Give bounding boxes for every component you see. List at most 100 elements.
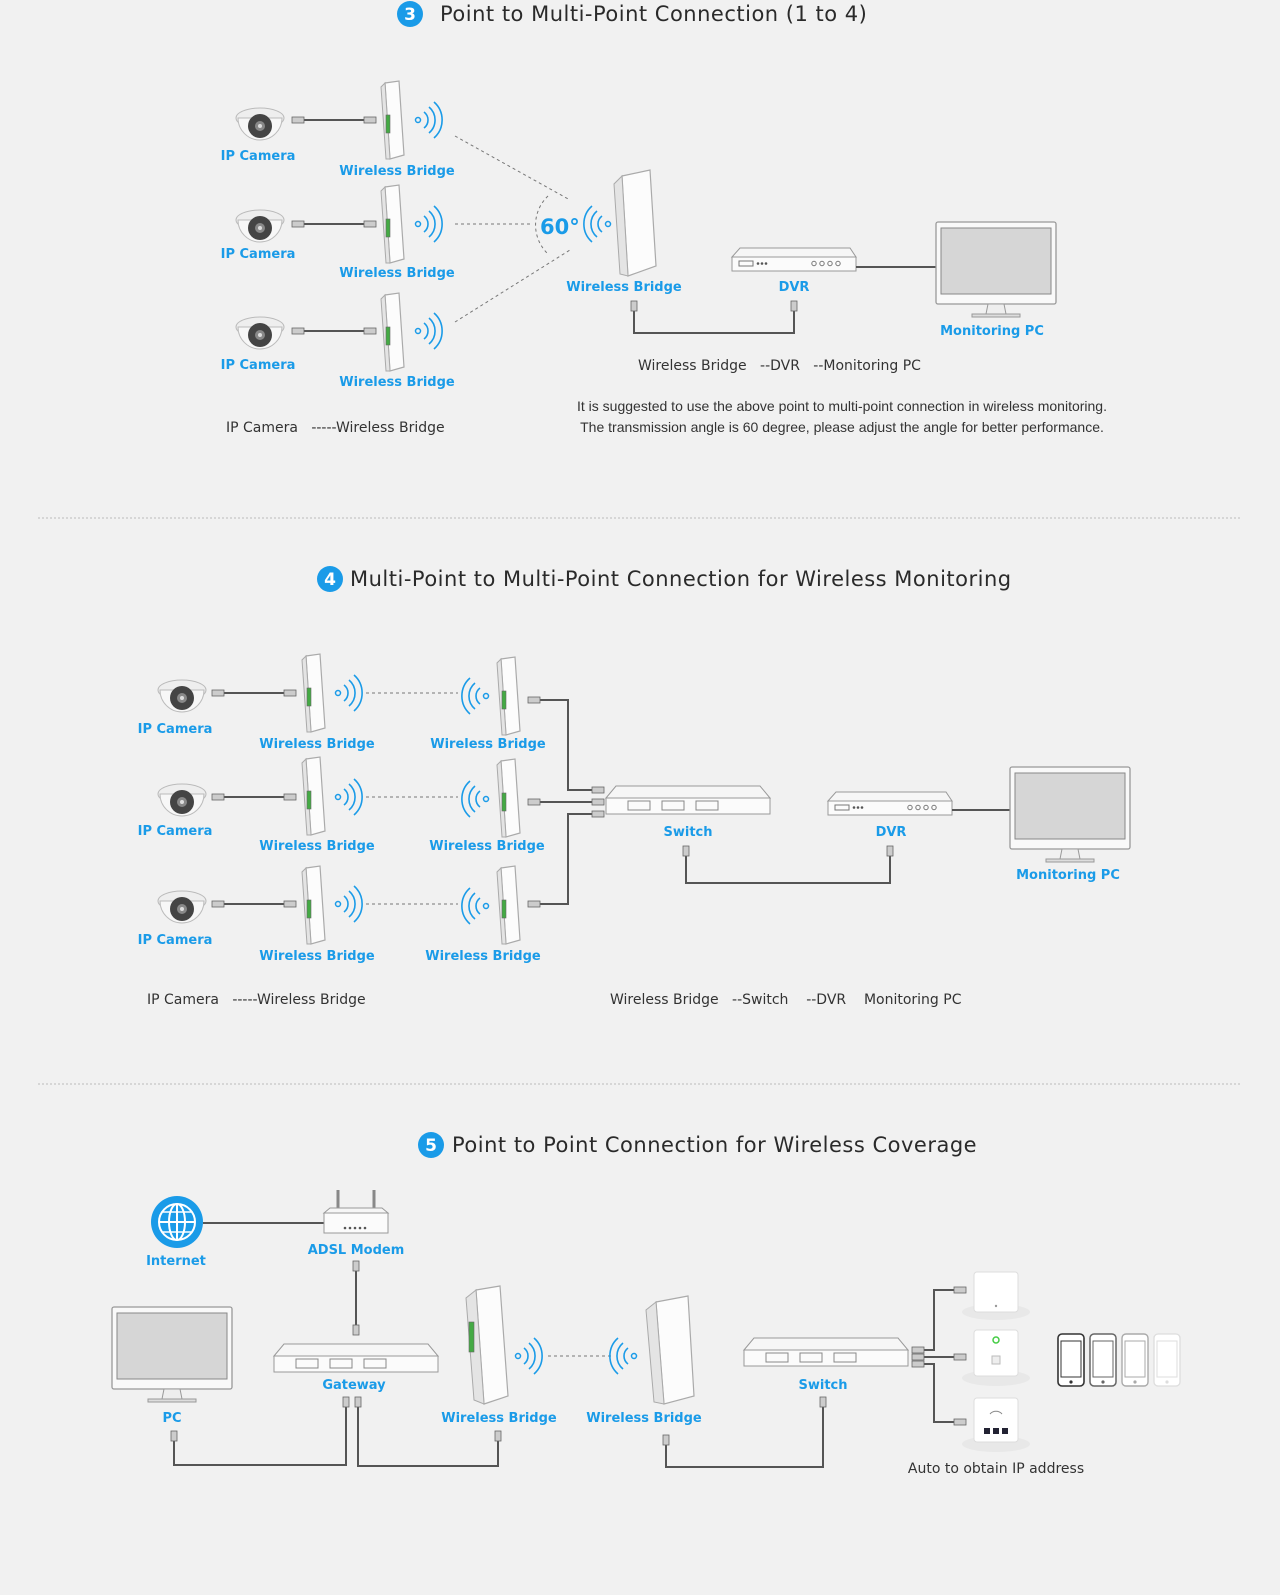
plug-icon bbox=[170, 1430, 178, 1442]
caption-right: Wireless Bridge --Switch --DVR Monitorin… bbox=[610, 992, 962, 1008]
plug-icon bbox=[591, 798, 605, 806]
plug-icon bbox=[211, 689, 225, 697]
plug-icon bbox=[211, 900, 225, 908]
section-3-number: 3 bbox=[404, 5, 416, 25]
signal-wave-icon bbox=[334, 674, 363, 712]
section-5-header: 5 Point to Point Connection for Wireless… bbox=[418, 1132, 977, 1158]
smartphone-icon bbox=[1089, 1333, 1117, 1387]
access-point-icon bbox=[962, 1397, 1030, 1452]
section-3-header: 3 Point to Multi-Point Connection (1 to … bbox=[397, 1, 867, 27]
ethernet-cable bbox=[665, 1402, 824, 1468]
section-5: 5 Point to Point Connection for Wireless… bbox=[111, 1132, 1181, 1477]
signal-wave-icon bbox=[461, 677, 490, 715]
plug-icon bbox=[363, 327, 377, 335]
ip-camera-icon bbox=[157, 890, 207, 924]
monitoring-pc-icon bbox=[935, 221, 1057, 318]
plug-icon bbox=[352, 1260, 360, 1272]
plug-icon bbox=[363, 116, 377, 124]
section-4-title: Multi-Point to Multi-Point Connection fo… bbox=[350, 567, 1012, 591]
wireless-bridge-icon bbox=[380, 292, 405, 372]
ethernet-cable bbox=[685, 855, 891, 884]
ip-camera-icon bbox=[235, 107, 285, 141]
wireless-link bbox=[454, 249, 571, 323]
plug-icon bbox=[953, 1418, 967, 1426]
plug-icon bbox=[283, 900, 297, 908]
access-point-icon bbox=[962, 1271, 1030, 1320]
plug-icon bbox=[527, 900, 541, 908]
signal-wave-icon bbox=[334, 885, 363, 923]
wireless-bridge-icon bbox=[380, 184, 405, 264]
ip-camera-icon bbox=[235, 316, 285, 350]
gateway-icon bbox=[273, 1343, 439, 1373]
wireless-bridge-icon bbox=[301, 653, 326, 733]
ethernet-cable bbox=[914, 1289, 958, 1351]
plug-icon bbox=[662, 1434, 670, 1446]
signal-wave-icon bbox=[334, 778, 363, 816]
plug-icon bbox=[342, 1396, 350, 1408]
wireless-bridge-icon bbox=[465, 1285, 509, 1405]
ip-camera-label: IP Camera bbox=[138, 722, 213, 737]
ip-camera-label: IP Camera bbox=[138, 824, 213, 839]
monitoring-pc-label: Monitoring PC bbox=[940, 324, 1044, 339]
ethernet-cable bbox=[536, 699, 596, 791]
wireless-bridge-icon bbox=[380, 80, 405, 160]
section-5-title: Point to Point Connection for Wireless C… bbox=[452, 1133, 977, 1157]
wireless-bridge-label: Wireless Bridge bbox=[259, 949, 375, 964]
wireless-bridge-label: Wireless Bridge bbox=[566, 280, 682, 295]
plug-icon bbox=[911, 1360, 925, 1368]
signal-wave-icon bbox=[461, 887, 490, 925]
section-5-badge bbox=[418, 1132, 444, 1158]
smartphone-icon bbox=[1153, 1333, 1181, 1387]
dvr-icon bbox=[827, 791, 953, 816]
pc-label: PC bbox=[162, 1411, 181, 1426]
ip-camera-icon bbox=[235, 209, 285, 243]
wireless-bridge-icon bbox=[496, 758, 521, 838]
wireless-bridge-label: Wireless Bridge bbox=[259, 839, 375, 854]
signal-wave-icon bbox=[461, 780, 490, 818]
monitoring-pc-icon bbox=[1009, 766, 1131, 863]
plug-icon bbox=[283, 689, 297, 697]
ip-camera-icon bbox=[157, 783, 207, 817]
ethernet-cable bbox=[914, 1363, 958, 1423]
wireless-bridge-label: Wireless Bridge bbox=[339, 375, 455, 390]
switch-label: Switch bbox=[798, 1378, 847, 1393]
plug-icon bbox=[911, 1353, 925, 1361]
ip-camera-label: IP Camera bbox=[221, 247, 296, 262]
plug-icon bbox=[527, 798, 541, 806]
note-line-2: The transmission angle is 60 degree, ple… bbox=[580, 419, 1104, 435]
plug-icon bbox=[291, 116, 305, 124]
wireless-bridge-icon bbox=[613, 169, 657, 277]
plug-icon bbox=[352, 1324, 360, 1336]
gateway-label: Gateway bbox=[322, 1378, 386, 1393]
adsl-modem-icon bbox=[322, 1190, 390, 1234]
plug-icon bbox=[283, 793, 297, 801]
ethernet-cable bbox=[357, 1402, 499, 1467]
section-5-number: 5 bbox=[425, 1136, 437, 1156]
signal-wave-icon bbox=[414, 312, 443, 350]
pc-icon bbox=[111, 1306, 233, 1403]
plug-icon bbox=[211, 793, 225, 801]
caption-right: Wireless Bridge --DVR --Monitoring PC bbox=[638, 358, 921, 374]
angle-label: 60° bbox=[540, 215, 580, 239]
signal-wave-icon bbox=[609, 1337, 638, 1375]
ethernet-cable bbox=[536, 813, 596, 905]
section-4-header: 4 Multi-Point to Multi-Point Connection … bbox=[317, 566, 1012, 592]
internet-label: Internet bbox=[146, 1254, 206, 1269]
plug-icon bbox=[291, 327, 305, 335]
plug-icon bbox=[363, 220, 377, 228]
plug-icon bbox=[886, 845, 894, 857]
wireless-bridge-icon bbox=[645, 1295, 695, 1405]
wireless-bridge-label: Wireless Bridge bbox=[339, 266, 455, 281]
wireless-bridge-icon bbox=[496, 656, 521, 736]
plug-icon bbox=[291, 220, 305, 228]
signal-wave-icon bbox=[414, 205, 443, 243]
ip-camera-label: IP Camera bbox=[221, 149, 296, 164]
plug-icon bbox=[630, 300, 638, 312]
wireless-bridge-label: Wireless Bridge bbox=[586, 1411, 702, 1426]
plug-icon bbox=[591, 810, 605, 818]
section-4-badge bbox=[317, 566, 343, 592]
plug-icon bbox=[354, 1396, 362, 1408]
signal-wave-icon bbox=[514, 1337, 543, 1375]
caption-left: IP Camera -----Wireless Bridge bbox=[147, 992, 366, 1008]
plug-icon bbox=[953, 1286, 967, 1294]
